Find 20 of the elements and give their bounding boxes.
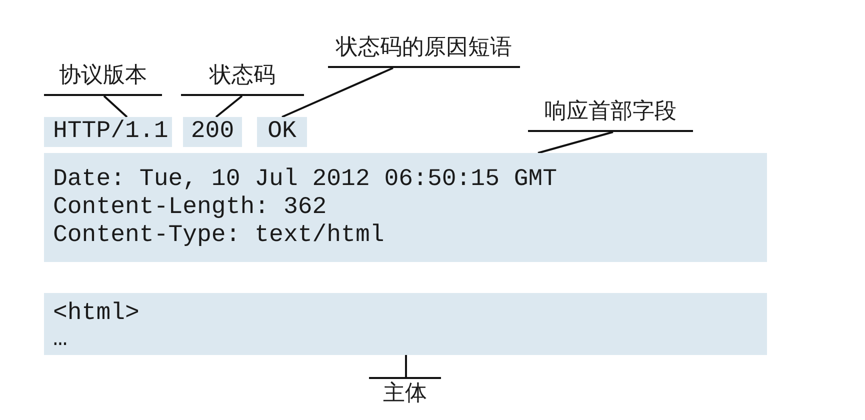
leader-line <box>405 355 407 377</box>
leader-line <box>538 131 614 154</box>
callout-label: 主体 <box>369 377 441 411</box>
header-line: Date: Tue, 10 Jul 2012 06:50:15 GMT <box>53 166 558 194</box>
status-code-box: 200 <box>183 117 242 147</box>
callout-label: 响应首部字段 <box>528 96 693 132</box>
code-line: <html> <box>53 301 140 327</box>
leader-line <box>215 95 243 118</box>
callout-label: 协议版本 <box>44 60 162 96</box>
header-line: Content-Type: text/html <box>53 222 384 250</box>
header-line: Content-Length: 362 <box>53 194 327 222</box>
header-fields-panel <box>44 153 767 262</box>
ellipsis-text: … <box>53 327 68 353</box>
leader-line <box>103 95 128 118</box>
reason-phrase-box: OK <box>257 117 307 147</box>
leader-line <box>282 67 394 118</box>
callout-label: 状态码 <box>181 60 304 96</box>
callout-label: 状态码的原因短语 <box>328 32 520 68</box>
message-body-panel <box>44 293 767 355</box>
protocol-version-box: HTTP/1.1 <box>44 117 172 147</box>
